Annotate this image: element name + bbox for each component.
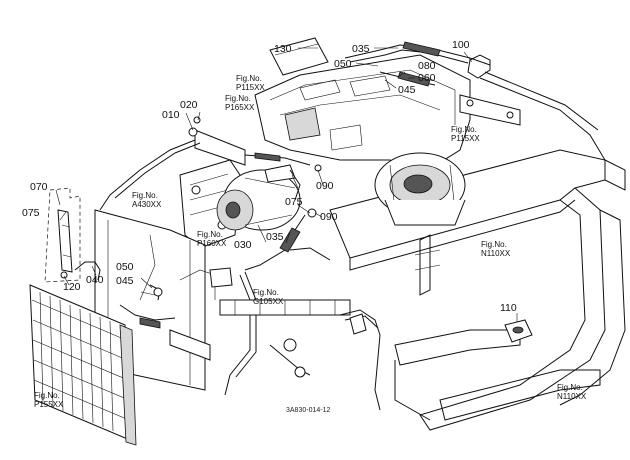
label-100: 100 (452, 39, 470, 51)
svg-text:Fig.No.: Fig.No. (253, 288, 279, 297)
top-hoses (344, 41, 606, 161)
label-040: 040 (86, 274, 104, 286)
leader-lines (55, 47, 518, 322)
label-075-mid: 075 (285, 196, 303, 208)
label-050-top: 050 (334, 58, 352, 70)
lower-tubes (169, 247, 381, 411)
label-060: 060 (418, 72, 436, 84)
fig-ref-n110-mid: Fig.No. N110XX (481, 240, 511, 258)
label-035-top: 035 (352, 43, 370, 55)
svg-text:A430XX: A430XX (132, 200, 162, 209)
fig-ref-g105: Fig.No. G105XX (253, 288, 284, 306)
figure-references: Fig.No. P115XX Fig.No. P165XX Fig.No. P1… (34, 74, 587, 409)
label-110: 110 (500, 302, 517, 314)
condenser-hoses (74, 139, 201, 329)
label-130: 130 (274, 43, 292, 55)
label-045-top: 045 (398, 84, 416, 96)
svg-text:N110XX: N110XX (557, 392, 587, 401)
label-080: 080 (418, 60, 436, 72)
svg-text:P115XX: P115XX (451, 134, 480, 143)
label-090-a: 090 (316, 180, 334, 192)
fig-ref-a430: Fig.No. A430XX (132, 191, 162, 209)
fig-ref-n110-bottom: Fig.No. N110XX (557, 383, 587, 401)
compressor-hoses (188, 116, 322, 271)
part-110-block (504, 319, 533, 343)
svg-text:Fig.No.: Fig.No. (225, 94, 251, 103)
fig-ref-p155: Fig.No. P155XX (34, 391, 64, 409)
part-labels: 130 035 100 050 080 060 045 010 020 090 … (22, 39, 517, 314)
svg-text:Fig.No.: Fig.No. (34, 391, 60, 400)
svg-text:P165XX: P165XX (225, 103, 255, 112)
svg-text:P115XX: P115XX (236, 83, 265, 92)
condenser (29, 284, 137, 446)
svg-text:Fig.No.: Fig.No. (557, 383, 583, 392)
fig-ref-p115-top: Fig.No. P115XX (236, 74, 265, 92)
label-070: 070 (30, 181, 48, 193)
label-090-b: 090 (320, 211, 338, 223)
svg-text:P160XX: P160XX (197, 239, 227, 248)
diagram-code: 3A830-014-12 (286, 407, 330, 414)
label-035-mid: 035 (266, 231, 284, 243)
receiver-drier (57, 209, 73, 279)
svg-text:Fig.No.: Fig.No. (197, 230, 223, 239)
svg-text:G105XX: G105XX (253, 297, 284, 306)
label-010: 010 (162, 109, 180, 121)
svg-text:Fig.No.: Fig.No. (451, 125, 477, 134)
label-030: 030 (234, 239, 252, 251)
label-050-mid: 050 (116, 261, 134, 273)
label-045-mid: 045 (116, 275, 134, 287)
label-020: 020 (180, 99, 198, 111)
tractor-frame (329, 149, 626, 431)
fig-ref-p165: Fig.No. P165XX (225, 94, 255, 112)
fig-ref-p115-right: Fig.No. P115XX (451, 125, 480, 143)
filter-130 (269, 37, 329, 76)
svg-text:Fig.No.: Fig.No. (236, 74, 262, 83)
svg-text:Fig.No.: Fig.No. (132, 191, 158, 200)
hvac-mount-bracket (459, 94, 521, 126)
label-120: 120 (63, 281, 81, 293)
svg-text:Fig.No.: Fig.No. (481, 240, 507, 249)
svg-text:N110XX: N110XX (481, 249, 511, 258)
label-075-left: 075 (22, 207, 40, 219)
hvac-unit (254, 54, 471, 226)
fig-ref-p160: Fig.No. P160XX (197, 230, 227, 248)
svg-text:P155XX: P155XX (34, 400, 64, 409)
